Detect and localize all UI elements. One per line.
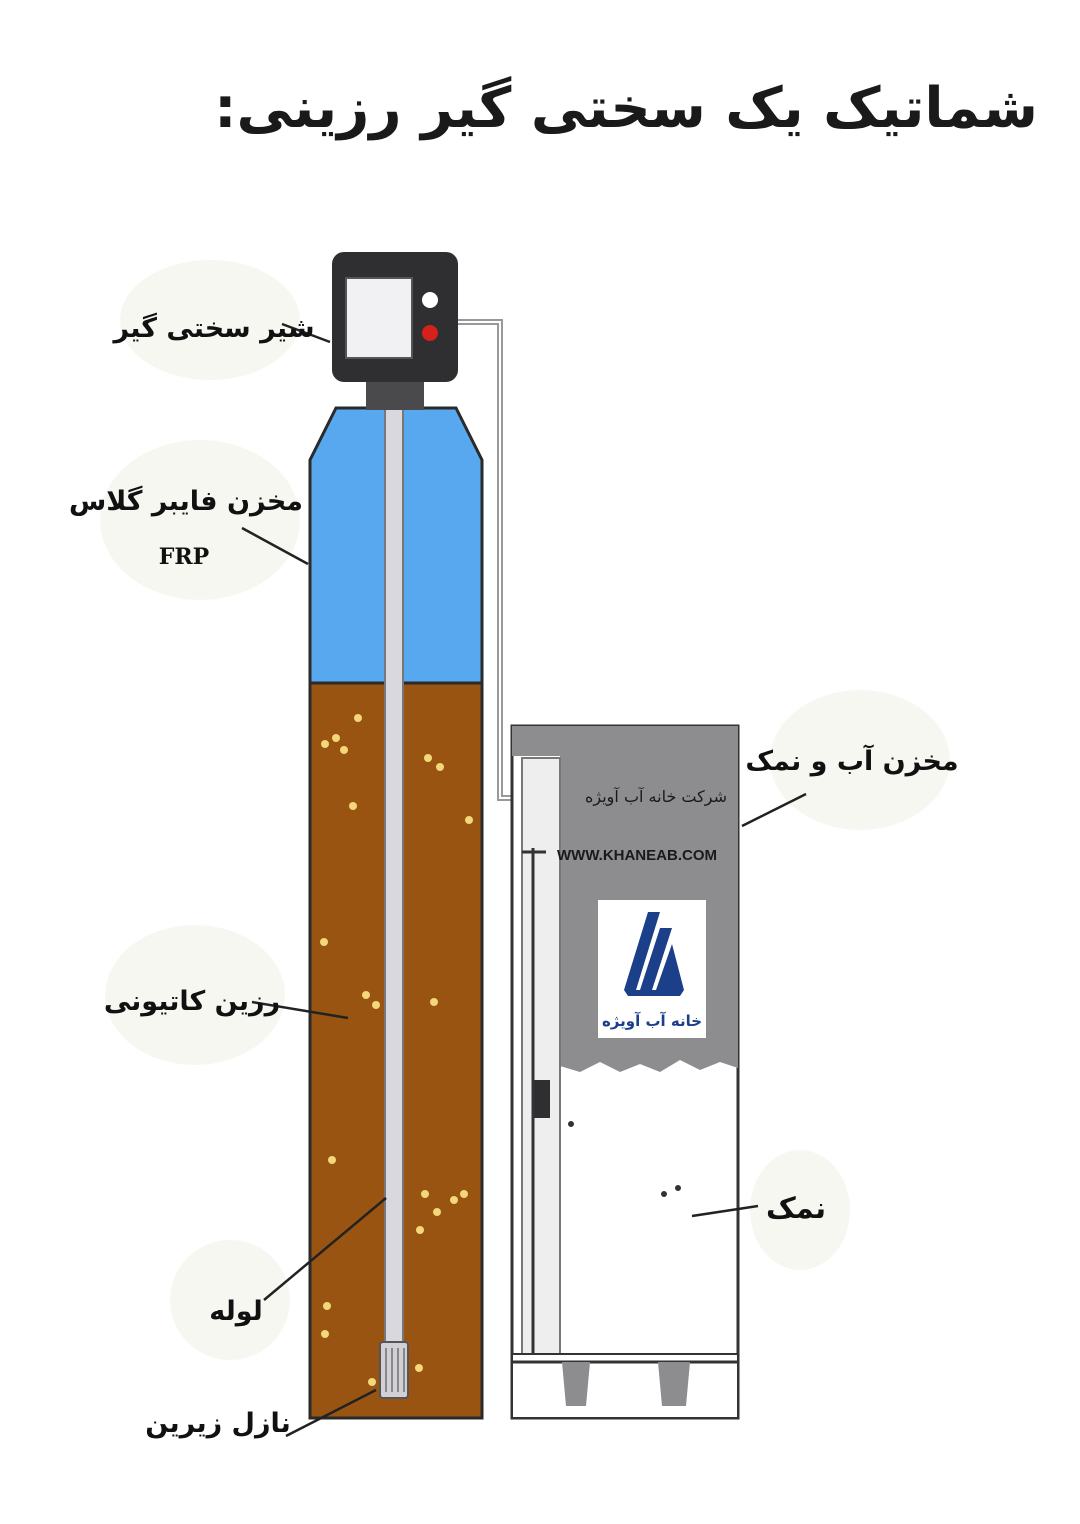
label-nozzle: نازل زیرین <box>145 1408 291 1439</box>
brine-tank: شرکت خانه آب آویژه WWW.KHANEAB.COM خانه … <box>510 724 740 1420</box>
valve-white-button <box>422 292 438 308</box>
annotation-lines <box>241 322 807 1438</box>
valve-display <box>345 277 413 359</box>
label-frp-tank: مخزن فایبر گلاس <box>69 485 303 517</box>
brine-tank-lid <box>512 726 738 756</box>
label-resin: رزین کاتیونی <box>104 986 280 1017</box>
control-valve <box>332 252 458 410</box>
label-salt: نمک <box>766 1191 826 1225</box>
company-name: شرکت خانه آب آویژه <box>585 787 727 807</box>
label-brine-tank: مخزن آب و نمک <box>745 744 958 777</box>
resin-beads <box>320 714 473 1386</box>
salt-grid <box>511 1353 739 1419</box>
valve-red-button <box>422 325 438 341</box>
page-title: شماتیک یک سختی گیر رزینی: <box>214 76 1038 141</box>
logo-text: خانه آب آویژه <box>602 1012 702 1030</box>
label-frp-abbr: FRP <box>159 544 209 570</box>
company-website: WWW.KHANEAB.COM <box>557 847 717 864</box>
label-pipe: لوله <box>209 1296 263 1327</box>
label-backdrops <box>100 260 950 1360</box>
label-valve: شیر سختی گیر <box>111 312 314 344</box>
riser-pipe <box>384 403 404 1347</box>
frp-tank <box>308 403 484 1420</box>
bottom-nozzle <box>379 1341 409 1399</box>
company-logo: خانه آب آویژه <box>598 900 706 1038</box>
